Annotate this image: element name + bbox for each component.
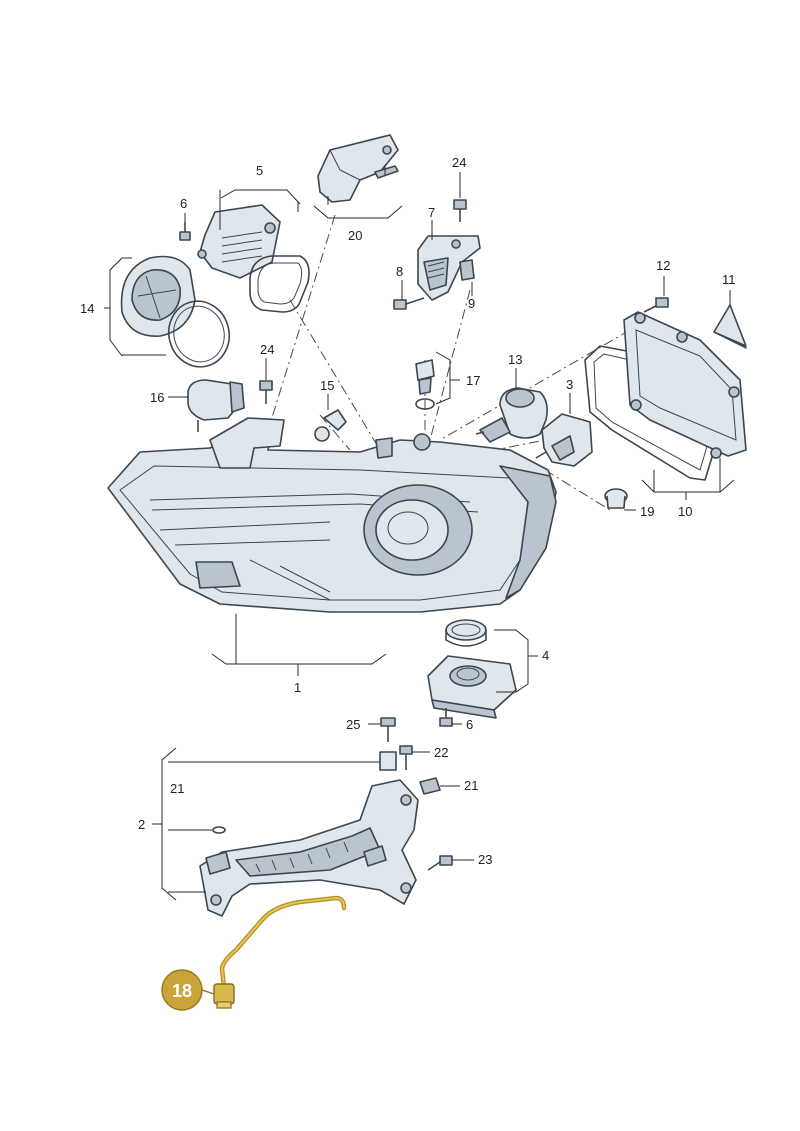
label-24: 24 [452, 155, 466, 170]
label-2: 2 [138, 817, 145, 832]
label-1: 1 [294, 680, 301, 695]
label-22: 22 [434, 745, 448, 760]
label-6: 6 [180, 196, 187, 211]
headlight-assembly-1 [107, 417, 557, 613]
label-21-left: 21 [170, 781, 184, 796]
label-9: 9 [468, 296, 475, 311]
label-19: 19 [640, 504, 654, 519]
bracket-2 [199, 779, 419, 917]
label-18: 18 [172, 981, 192, 1001]
adjuster-17 [415, 359, 435, 410]
cable-18 [213, 895, 347, 1009]
label-23: 23 [478, 852, 492, 867]
screw-22 [399, 745, 413, 770]
label-4: 4 [542, 648, 549, 663]
label-13: 13 [508, 352, 522, 367]
label-7: 7 [428, 205, 435, 220]
assembly-lines [264, 214, 631, 511]
label-17: 17 [466, 373, 480, 388]
plug-19 [604, 488, 628, 509]
bulb-3 [535, 413, 593, 467]
highlight-badge [161, 969, 203, 1011]
lamp-cap-14 [120, 255, 231, 368]
highlight-callout-18[interactable]: 18 [161, 969, 215, 1011]
screw-6-top [179, 222, 191, 241]
label-25: 25 [346, 717, 360, 732]
screw-6-bottom [439, 708, 453, 727]
nut-21 [419, 777, 441, 795]
clip-9 [459, 259, 475, 281]
bulb-15 [314, 409, 347, 442]
cover-cap-5 [197, 204, 281, 279]
actuator-13 [475, 387, 548, 443]
label-21-right: 21 [464, 778, 478, 793]
label-14: 14 [80, 301, 94, 316]
ballast-4 [427, 655, 517, 719]
screw-24-mid [259, 380, 273, 404]
label-11: 11 [722, 272, 736, 287]
screw-23 [427, 855, 453, 871]
screw-24-top [453, 199, 467, 222]
screw-12 [643, 297, 669, 313]
bracket-7 [417, 235, 481, 301]
label-24-mid: 24 [260, 342, 274, 357]
label-12: 12 [656, 258, 670, 273]
label-6-bottom: 6 [466, 717, 473, 732]
label-10: 10 [678, 504, 692, 519]
bracket-20 [317, 134, 399, 203]
housing-cover-11 [623, 304, 747, 459]
screw-8 [393, 297, 425, 310]
washer-21 [212, 826, 226, 834]
gasket-5 [249, 255, 310, 313]
leader-lines [104, 165, 735, 901]
label-3: 3 [566, 377, 573, 392]
bulb-socket-16 [187, 379, 245, 432]
ring-4 [445, 619, 487, 647]
label-20: 20 [348, 228, 362, 243]
label-16: 16 [150, 390, 164, 405]
label-15: 15 [320, 378, 334, 393]
label-8: 8 [396, 264, 403, 279]
screw-25 [379, 717, 397, 771]
callout-labels: 5 6 20 24 7 8 9 12 11 14 24 13 17 15 3 1… [80, 155, 736, 867]
label-5: 5 [256, 163, 263, 178]
